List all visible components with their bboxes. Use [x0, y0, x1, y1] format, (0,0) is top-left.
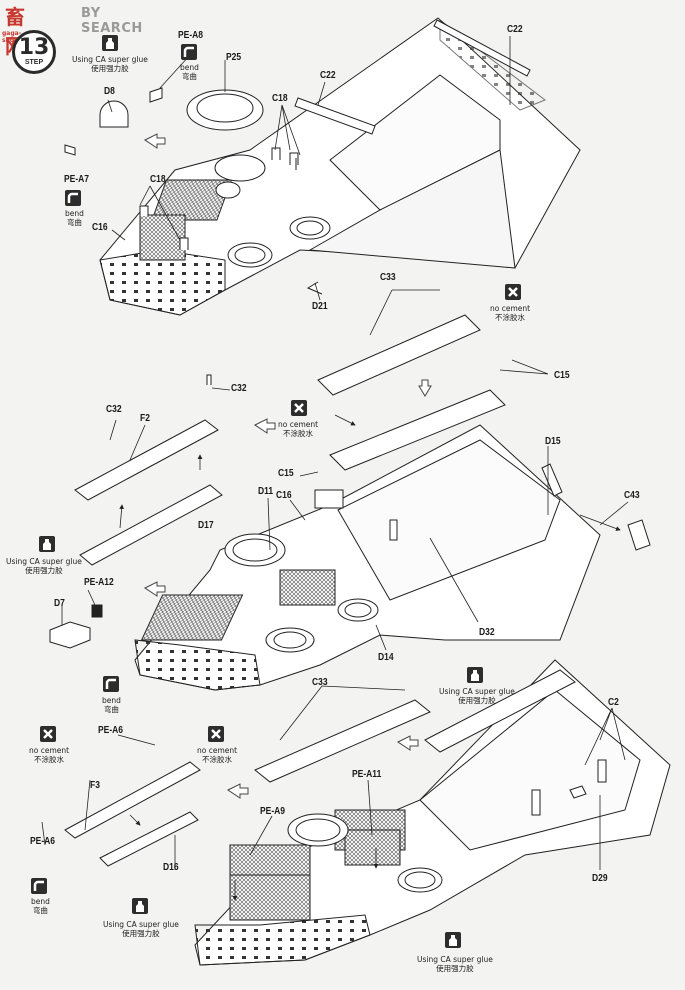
no-cement-icon: [505, 284, 521, 300]
part-label: C16: [92, 222, 108, 233]
flow-arrows: [144, 133, 432, 799]
glue-icon: [467, 667, 483, 683]
part-label: PE-A7: [64, 174, 90, 185]
part-label: C43: [624, 490, 640, 501]
part-label: D8: [104, 86, 115, 97]
part-label: D32: [479, 627, 495, 638]
no-cement-icon: [208, 726, 224, 742]
part-label: D29: [592, 873, 608, 884]
part-label: C15: [554, 370, 570, 381]
part-label: F3: [90, 780, 100, 791]
part-label: PE-A6: [98, 725, 124, 736]
watermark-brand-en: BY SEARCH: [81, 6, 143, 36]
part-label: D14: [378, 652, 394, 663]
part-label: C18: [150, 174, 166, 185]
part-label: C32: [231, 383, 247, 394]
part-label: D21: [312, 301, 328, 312]
part-label: D7: [54, 598, 65, 609]
part-label: PE-A12: [84, 577, 114, 588]
glue-icon: [445, 932, 461, 948]
part-label: D17: [198, 520, 214, 531]
part-label: C18: [272, 93, 288, 104]
bend-icon: [65, 190, 81, 206]
part-label: PE-A9: [260, 806, 286, 817]
part-label: PE-A8: [178, 30, 204, 41]
part-label: C16: [276, 490, 292, 501]
step-badge: 13 STEP: [12, 30, 56, 74]
step-number: 13: [18, 35, 50, 60]
part-label: P25: [226, 52, 242, 63]
glue-icon: [39, 536, 55, 552]
glue-icon: [132, 898, 148, 914]
part-label: PE-A11: [352, 769, 382, 780]
part-label: C32: [106, 404, 122, 415]
part-label: D15: [545, 436, 561, 447]
step-word: STEP: [24, 59, 44, 66]
part-label: C33: [312, 677, 328, 688]
hull-top: [64, 17, 581, 316]
no-cement-icon: [40, 726, 56, 742]
part-label: F2: [140, 413, 150, 424]
part-label: D11: [258, 486, 274, 497]
part-label: C22: [320, 70, 336, 81]
part-label: C22: [507, 24, 523, 35]
leader-lines: [41, 36, 629, 901]
hull-middle: [49, 314, 651, 691]
part-label: PE-A6: [30, 836, 56, 847]
part-label: C2: [608, 697, 619, 708]
bend-icon: [181, 44, 197, 60]
glue-icon: [102, 35, 118, 51]
part-label: C15: [278, 468, 294, 479]
hull-bottom: [64, 659, 671, 966]
part-label: D16: [163, 862, 179, 873]
bend-icon: [103, 676, 119, 692]
part-label: C33: [380, 272, 396, 283]
no-cement-icon: [291, 400, 307, 416]
bend-icon: [31, 878, 47, 894]
